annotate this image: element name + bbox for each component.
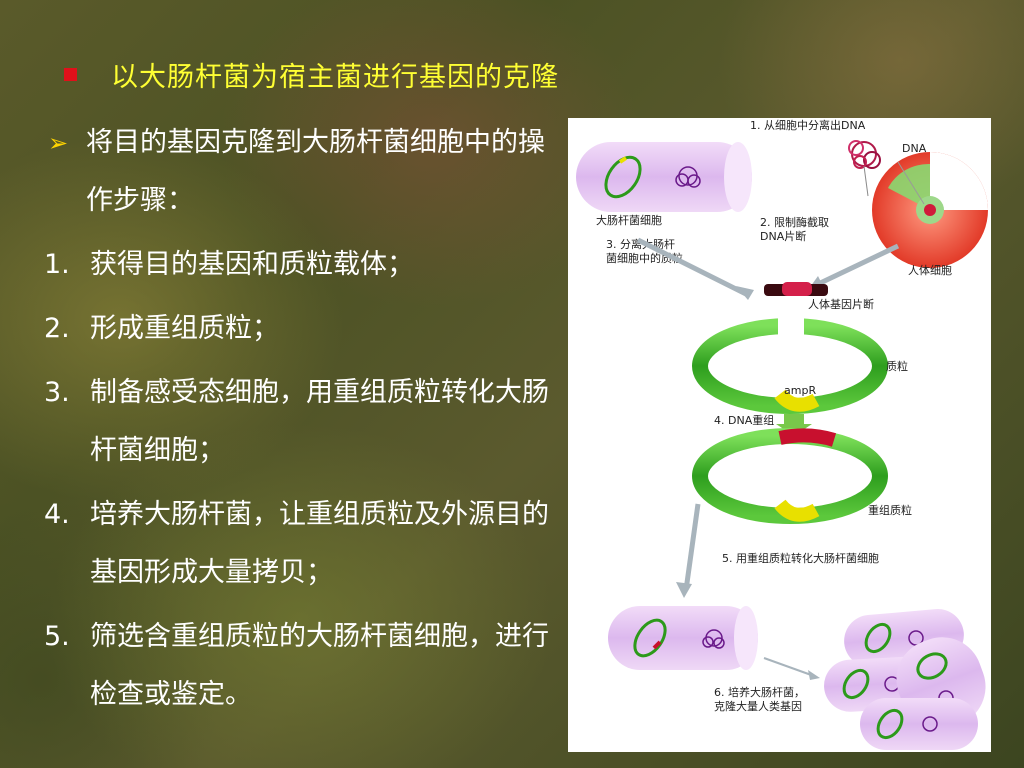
human-gene-label: 人体基因片断 bbox=[808, 297, 874, 311]
step6-label-line2: 克隆大量人类基因 bbox=[714, 699, 802, 713]
intro-text: 将目的基因克隆到大肠杆菌细胞中的操作步骤： bbox=[86, 127, 545, 216]
step-item-2: 2. 形成重组质粒； bbox=[44, 300, 564, 358]
steps-text-block: ➢ 将目的基因克隆到大肠杆菌细胞中的操作步骤： 1. 获得目的基因和质粒载体； … bbox=[44, 114, 564, 724]
arrow-head bbox=[808, 670, 820, 680]
arrow-to-colony bbox=[763, 657, 815, 677]
arrow-bullet-icon: ➢ bbox=[48, 129, 69, 157]
pointer-line bbox=[897, 161, 925, 205]
step-item-5: 5. 筛选含重组质粒的大肠杆菌细胞，进行检查或鉴定。 bbox=[44, 608, 564, 724]
step-number: 2. bbox=[44, 313, 70, 344]
step-text: 筛选含重组质粒的大肠杆菌细胞，进行检查或鉴定。 bbox=[90, 621, 549, 710]
ecoli-cell-top bbox=[576, 142, 752, 212]
step-item-4: 4. 培养大肠杆菌，让重组质粒及外源目的基因形成大量拷贝； bbox=[44, 486, 564, 602]
human-gene-fragment bbox=[764, 282, 828, 296]
step-text: 制备感受态细胞，用重组质粒转化大肠杆菌细胞； bbox=[90, 377, 549, 466]
arrow-from-human bbox=[812, 243, 900, 289]
step6-label-line1: 6. 培养大肠杆菌， bbox=[714, 685, 805, 699]
plasmid-open bbox=[692, 318, 888, 414]
step-number: 5. bbox=[44, 621, 70, 652]
recombinant-plasmid bbox=[692, 428, 888, 524]
step-text: 获得目的基因和质粒载体； bbox=[90, 249, 414, 280]
arrow-head bbox=[736, 286, 754, 300]
slide-title-row: 以大肠杆菌为宿主菌进行基因的克隆 bbox=[64, 54, 559, 94]
step-number: 3. bbox=[44, 377, 70, 408]
plasmid-label: 质粒 bbox=[886, 359, 908, 373]
ampr-label: ampR bbox=[784, 384, 816, 397]
step5-label: 5. 用重组质粒转化大肠杆菌细胞 bbox=[722, 551, 879, 565]
step-item-3: 3. 制备感受态细胞，用重组质粒转化大肠杆菌细胞； bbox=[44, 364, 564, 480]
step4-label: 4. DNA重组 bbox=[714, 413, 774, 427]
down-arrow-icon bbox=[776, 414, 812, 436]
arrow-head bbox=[676, 582, 692, 598]
step-number: 1. bbox=[44, 249, 70, 280]
step2-label-line2: DNA片断 bbox=[760, 229, 806, 243]
recombinant-label: 重组质粒 bbox=[868, 503, 912, 517]
step-item-1: 1. 获得目的基因和质粒载体； bbox=[44, 236, 564, 294]
step-text: 培养大肠杆菌，让重组质粒及外源目的基因形成大量拷贝； bbox=[90, 499, 549, 588]
step-text: 形成重组质粒； bbox=[90, 313, 279, 344]
red-square-bullet-icon bbox=[64, 67, 77, 81]
arrow-to-cell bbox=[683, 503, 701, 591]
dna-label: DNA bbox=[902, 142, 927, 155]
cloning-diagram: 大肠杆菌细胞 1. 从细胞中分离出DNA DNA 人体细胞 2. 限制酶截取 D… bbox=[568, 118, 991, 752]
cell-colony bbox=[824, 609, 986, 750]
ecoli-cell-bottom bbox=[608, 606, 758, 670]
ecoli-cell-label: 大肠杆菌细胞 bbox=[596, 213, 662, 227]
dna-tangle-icon bbox=[848, 140, 881, 197]
step1-label: 1. 从细胞中分离出DNA bbox=[750, 118, 866, 132]
step2-label-line1: 2. 限制酶截取 bbox=[760, 215, 829, 229]
intro-line: ➢ 将目的基因克隆到大肠杆菌细胞中的操作步骤： bbox=[44, 114, 564, 230]
cloning-diagram-svg: 大肠杆菌细胞 1. 从细胞中分离出DNA DNA 人体细胞 2. 限制酶截取 D… bbox=[576, 118, 988, 750]
arrow-to-plasmid bbox=[636, 237, 748, 297]
slide-title: 以大肠杆菌为宿主菌进行基因的克隆 bbox=[111, 61, 559, 93]
human-cell-label: 人体细胞 bbox=[908, 263, 952, 277]
step-number: 4. bbox=[44, 499, 70, 530]
